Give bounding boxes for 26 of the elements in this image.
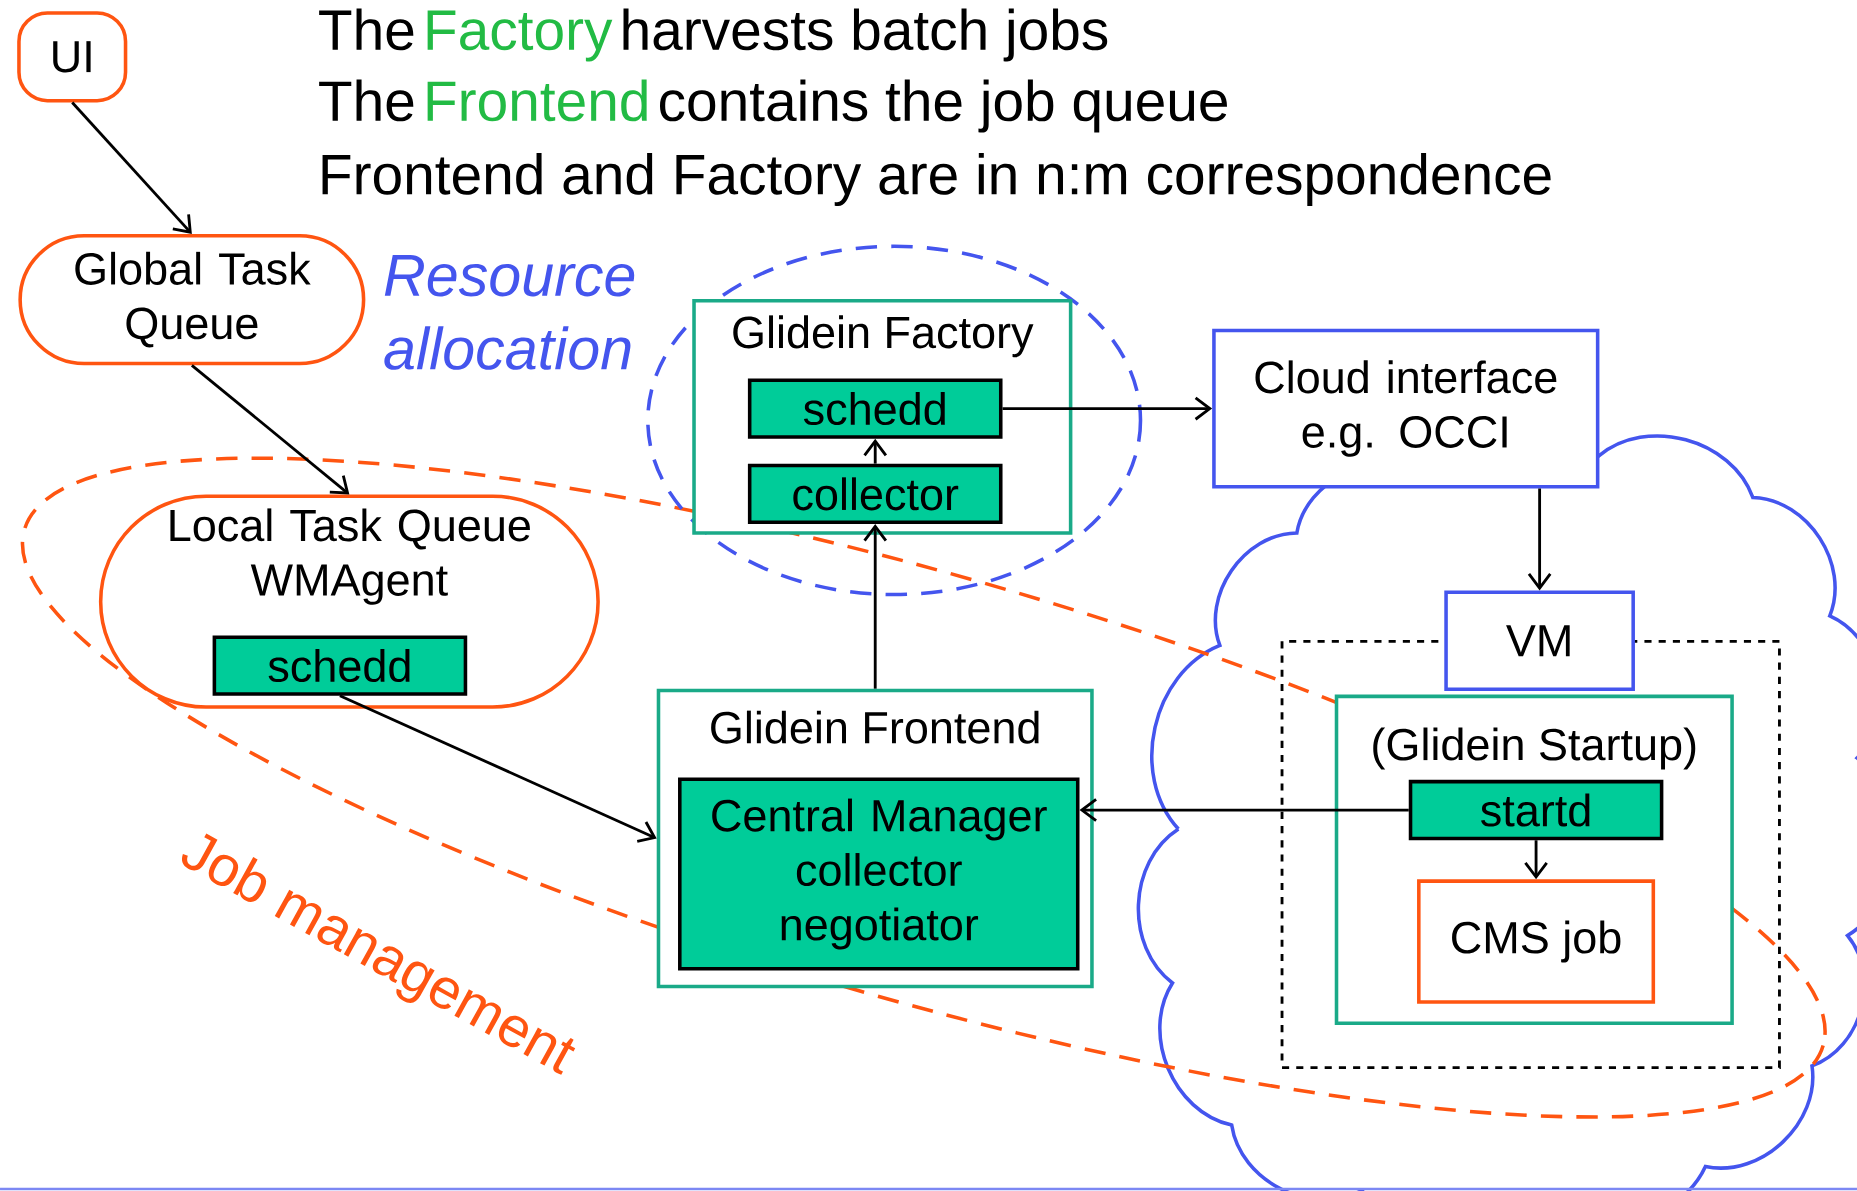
heading-text: harvests batch jobs <box>623 8 1108 62</box>
heading-text: Frontend and Factory are in n:m correspondence <box>322 152 1551 206</box>
heading-text: contains the job queue <box>660 79 1227 133</box>
region-label: Resource allocation <box>384 254 635 370</box>
arrow <box>1527 488 1552 591</box>
arrow <box>1524 840 1548 880</box>
arrow <box>863 523 887 689</box>
heading-text: Frontend <box>427 79 647 122</box>
process-box: Cloud interface e.g. OCCI <box>1212 328 1600 489</box>
rounded-box: UI <box>17 11 128 103</box>
arrow <box>339 694 657 843</box>
process-box: VM <box>1444 590 1635 691</box>
rounded-box: Global Task Queue <box>18 233 366 366</box>
arrow <box>1079 798 1409 822</box>
arrow <box>190 364 350 495</box>
component-box: startd <box>1408 779 1664 841</box>
heading-text: The <box>319 8 414 51</box>
component-box: Central Manager collector negotiator <box>678 777 1080 971</box>
process-box: CMS job <box>1417 879 1656 1004</box>
arrow <box>71 101 192 234</box>
component-box: collector <box>747 463 1003 524</box>
heading-text: The <box>319 79 414 122</box>
component-box: schedd <box>747 378 1003 439</box>
component-box: schedd <box>212 635 468 696</box>
arrow <box>1002 396 1213 421</box>
heading-text: Factory <box>427 10 613 62</box>
